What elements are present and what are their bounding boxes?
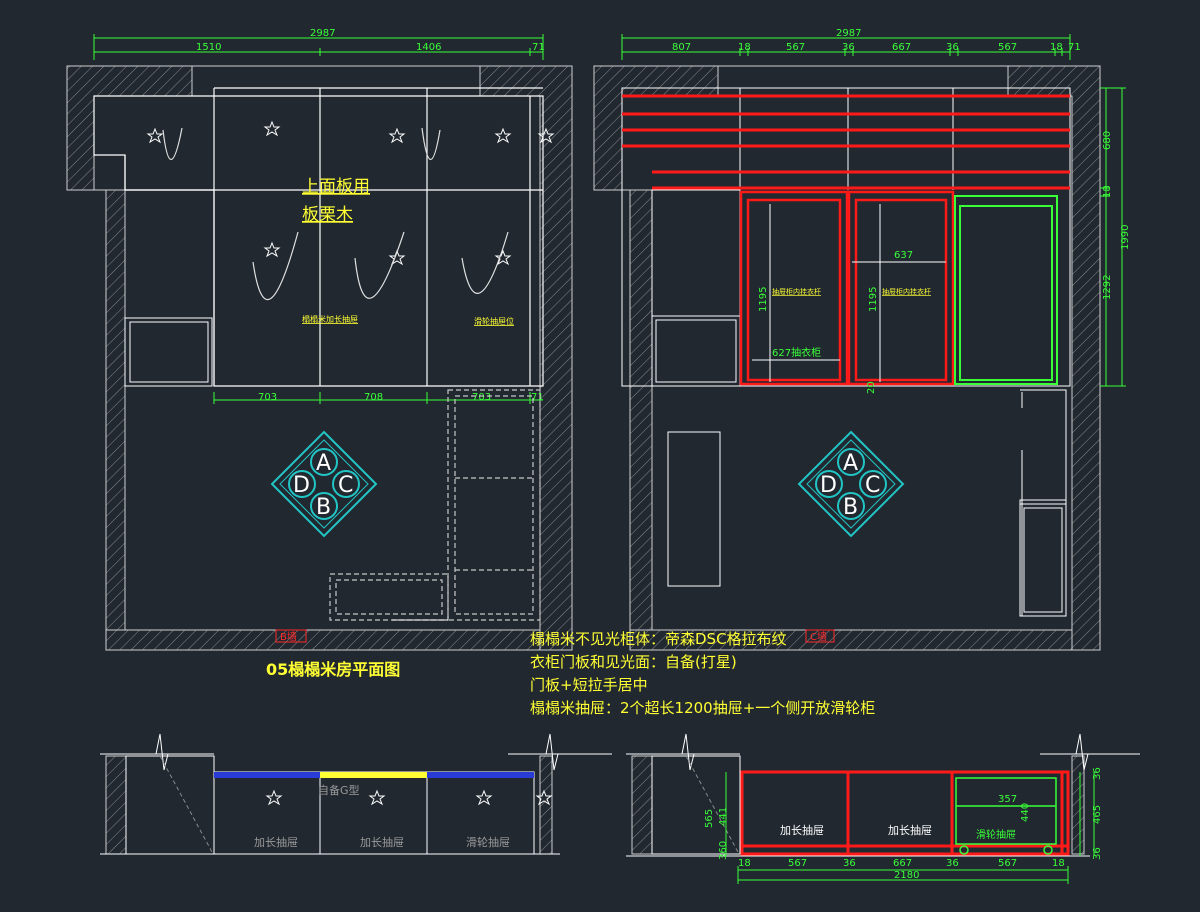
- compass-left-c: C: [338, 473, 353, 498]
- section-right-bottom-dim-2: 567: [788, 858, 807, 869]
- compass-left-d: D: [293, 473, 310, 498]
- section-left-drawer-2: 加长抽屉: [360, 835, 404, 849]
- compass-right-d: D: [820, 473, 837, 498]
- plan-top-dim-3: 71: [532, 42, 545, 53]
- wardrobe-inner-lines: [752, 204, 946, 382]
- plan-dashed-cabinet: [329, 389, 541, 621]
- plan-top-dim-2: 1406: [416, 42, 441, 53]
- elev-right-dim-2: 18: [1102, 185, 1113, 198]
- plan-drawer-label-left: 榻榻米加长抽屉: [302, 314, 358, 324]
- elev-top-dim-9: 71: [1068, 42, 1081, 53]
- upper-red-shelves: [622, 94, 1070, 190]
- plan-wall-tag: B墙: [280, 630, 297, 643]
- section-right-left-dim-2: 441: [718, 807, 729, 826]
- plan-bottom-dim-4: 71: [531, 392, 544, 403]
- elev-wall-tag: C墙: [810, 630, 827, 643]
- elev-top-dim-2: 18: [738, 42, 751, 53]
- compass-left: A D C B: [270, 430, 378, 538]
- elev-inner-dim-637: 637: [894, 250, 913, 261]
- elev-top-dim-3: 567: [786, 42, 805, 53]
- section-right-bottom-dim-3: 36: [843, 858, 856, 869]
- compass-right: A D C B: [797, 430, 905, 538]
- plan-sketch-curves: [162, 127, 509, 300]
- plan-overall-dim: 2987: [310, 28, 335, 39]
- elev-inner-dim-h2: 1195: [868, 287, 879, 312]
- elev-top-dim-5: 667: [892, 42, 911, 53]
- note-line-3: 门板+短拉手居中: [530, 676, 648, 694]
- plan-left-cabinet: [124, 317, 213, 387]
- elev-top-dim-6: 36: [946, 42, 959, 53]
- section-right-left-dim-1: 565: [704, 809, 715, 828]
- elevation-walls: [593, 65, 1101, 651]
- plan-drawer-label-right: 滑轮抽屉位: [474, 316, 514, 326]
- section-right-drawer-3: 滑轮抽屉: [976, 828, 1016, 841]
- section-right-right-dim-2: 465: [1092, 805, 1103, 824]
- wardrobe-red-frames: [739, 190, 955, 386]
- compass-left-a: A: [316, 451, 331, 476]
- section-right-drawer-2: 加长抽屉: [888, 823, 932, 837]
- elevation-dimension-lines: [621, 34, 1126, 387]
- compass-right-c: C: [865, 473, 880, 498]
- elev-small-dim: 20: [866, 381, 877, 394]
- panel-note-line2: 板栗木: [302, 205, 353, 225]
- section-right-bottom-dim-5: 36: [946, 858, 959, 869]
- elev-top-dim-1: 807: [672, 42, 691, 53]
- section-right-inner-dim: 357: [998, 794, 1017, 805]
- section-left: 自备G型 加长抽屉 加长抽屉 滑轮抽屉: [100, 733, 612, 855]
- section-left-drawer-3: 滑轮抽屉: [466, 835, 510, 849]
- section-left-top-label: 自备G型: [318, 783, 360, 797]
- hanger-label-2: 抽屉柜内挂衣杆: [882, 287, 931, 296]
- plan-dimension-lines: [93, 34, 544, 404]
- section-right-bottom-dim-4: 667: [893, 858, 912, 869]
- note-line-2: 衣柜门板和见光面：自备(打星): [530, 653, 737, 671]
- hanger-label-1: 抽屉柜内挂衣杆: [772, 287, 821, 296]
- panel-note-line1: 上面板用: [302, 177, 370, 197]
- section-left-drawer-1: 加长抽屉: [254, 835, 298, 849]
- upper-cabinet-frame: [621, 87, 1071, 387]
- section-right-bottom-dim-1: 18: [738, 858, 751, 869]
- elevation-lower-elements: [667, 389, 1067, 617]
- elev-right-dim-1: 680: [1102, 131, 1113, 150]
- section-right-right-dim-1: 36: [1092, 767, 1103, 780]
- elev-top-dim-4: 36: [842, 42, 855, 53]
- section-right-inner-right-dim: 440: [1020, 803, 1031, 822]
- tatami-platform: [93, 87, 544, 387]
- plan-top-dim-1: 1510: [196, 42, 221, 53]
- spec-notes: 榻榻米不见光柜体：帝森DSC格拉布纹 衣柜门板和见光面：自备(打星) 门板+短拉…: [530, 630, 875, 717]
- section-right-bottom-dim-7: 18: [1052, 858, 1065, 869]
- plan-title: 05榻榻米房平面图: [266, 660, 400, 679]
- section-right-drawer-1: 加长抽屉: [780, 823, 824, 837]
- elev-overall-dim: 2987: [836, 28, 861, 39]
- elev-top-dim-7: 567: [998, 42, 1017, 53]
- plan-bottom-dim-3: 703: [472, 392, 491, 403]
- compass-left-b: B: [316, 495, 331, 520]
- section-right: 357 440 加长抽屉 加长抽屉 滑轮抽屉 565 441 360 36 46…: [626, 733, 1140, 884]
- plan-bottom-dim-2: 708: [364, 392, 383, 403]
- wardrobe-green-frame: [954, 195, 1058, 385]
- compass-right-b: B: [843, 495, 858, 520]
- section-right-left-dim-3: 360: [718, 841, 729, 860]
- plan-view: 2987 1510 1406 71 703 708 703 71: [66, 28, 573, 679]
- compass-right-a: A: [843, 451, 858, 476]
- elev-right-dim-3: 1990: [1120, 225, 1131, 250]
- section-right-overall-dim: 2180: [894, 870, 919, 881]
- elev-top-dim-8: 18: [1050, 42, 1063, 53]
- section-right-bottom-dim-6: 567: [998, 858, 1017, 869]
- elevation-view: 2987 807 18 567 36 667 36 567 18 71 680 …: [593, 28, 1131, 651]
- elev-right-dim-4: 1292: [1102, 275, 1113, 300]
- section-right-right-dim-3: 36: [1092, 847, 1103, 860]
- elev-inner-dim-h1: 1195: [758, 287, 769, 312]
- elev-width-label: 627抽衣柜: [772, 346, 821, 359]
- note-line-4: 榻榻米抽屉：2个超长1200抽屉+一个侧开放滑轮柜: [530, 699, 875, 717]
- plan-bottom-dim-1: 703: [258, 392, 277, 403]
- note-line-1: 榻榻米不见光柜体：帝森DSC格拉布纹: [530, 630, 787, 648]
